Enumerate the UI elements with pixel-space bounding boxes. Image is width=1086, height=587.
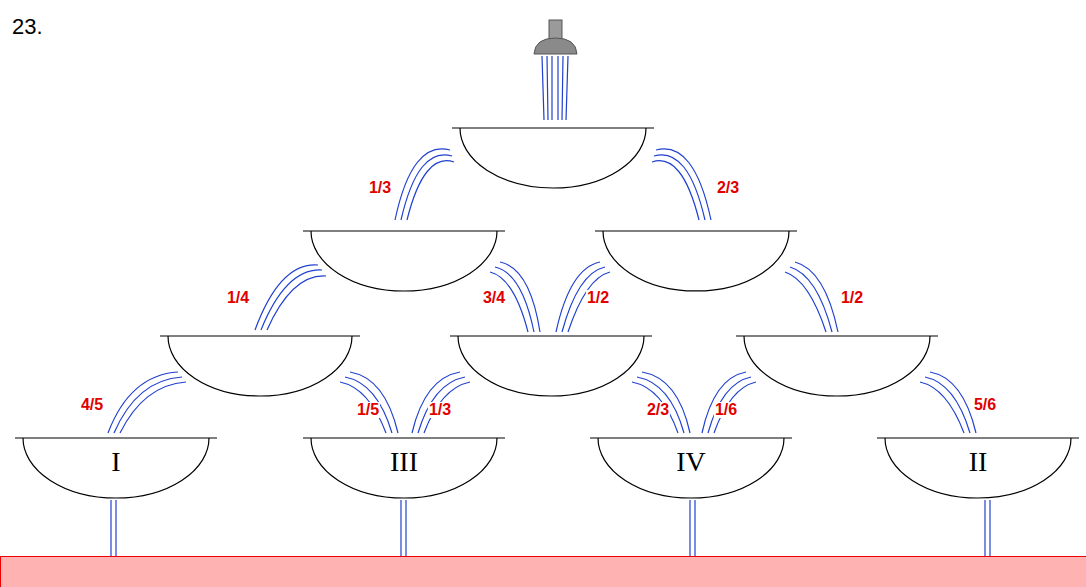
fraction-label: 1/5 [356,402,380,418]
water-stream [108,149,976,433]
fraction-label: 4/5 [80,397,104,413]
bowl [160,128,938,396]
bowl: IV [590,437,792,499]
bowl-shape [15,438,217,498]
bowl-numeral: III [303,448,505,476]
faucet [534,20,577,54]
bowl-numeral: I [15,448,217,476]
fraction-label: 3/4 [482,290,506,306]
basin [1,557,1086,587]
bowl: I [15,437,217,499]
bowl-shape [590,438,792,498]
bowl-shape [877,438,1079,498]
fraction-label: 1/6 [714,402,738,418]
bowl: III [303,437,505,499]
fraction-label: 1/2 [840,290,864,306]
problem-number: 23. [12,14,43,40]
bowl-numeral: II [877,448,1079,476]
water-jet [542,56,568,120]
fraction-label: 1/3 [368,180,392,196]
fraction-label: 5/6 [973,397,997,413]
fraction-label: 1/4 [226,290,250,306]
fraction-label: 2/3 [716,180,740,196]
bowl-numeral: IV [590,448,792,476]
bowl-shape [303,438,505,498]
water-outflow [111,500,990,556]
fraction-label: 1/2 [586,290,610,306]
bowl: II [877,437,1079,499]
fraction-label: 1/3 [428,402,452,418]
fraction-label: 2/3 [646,402,670,418]
